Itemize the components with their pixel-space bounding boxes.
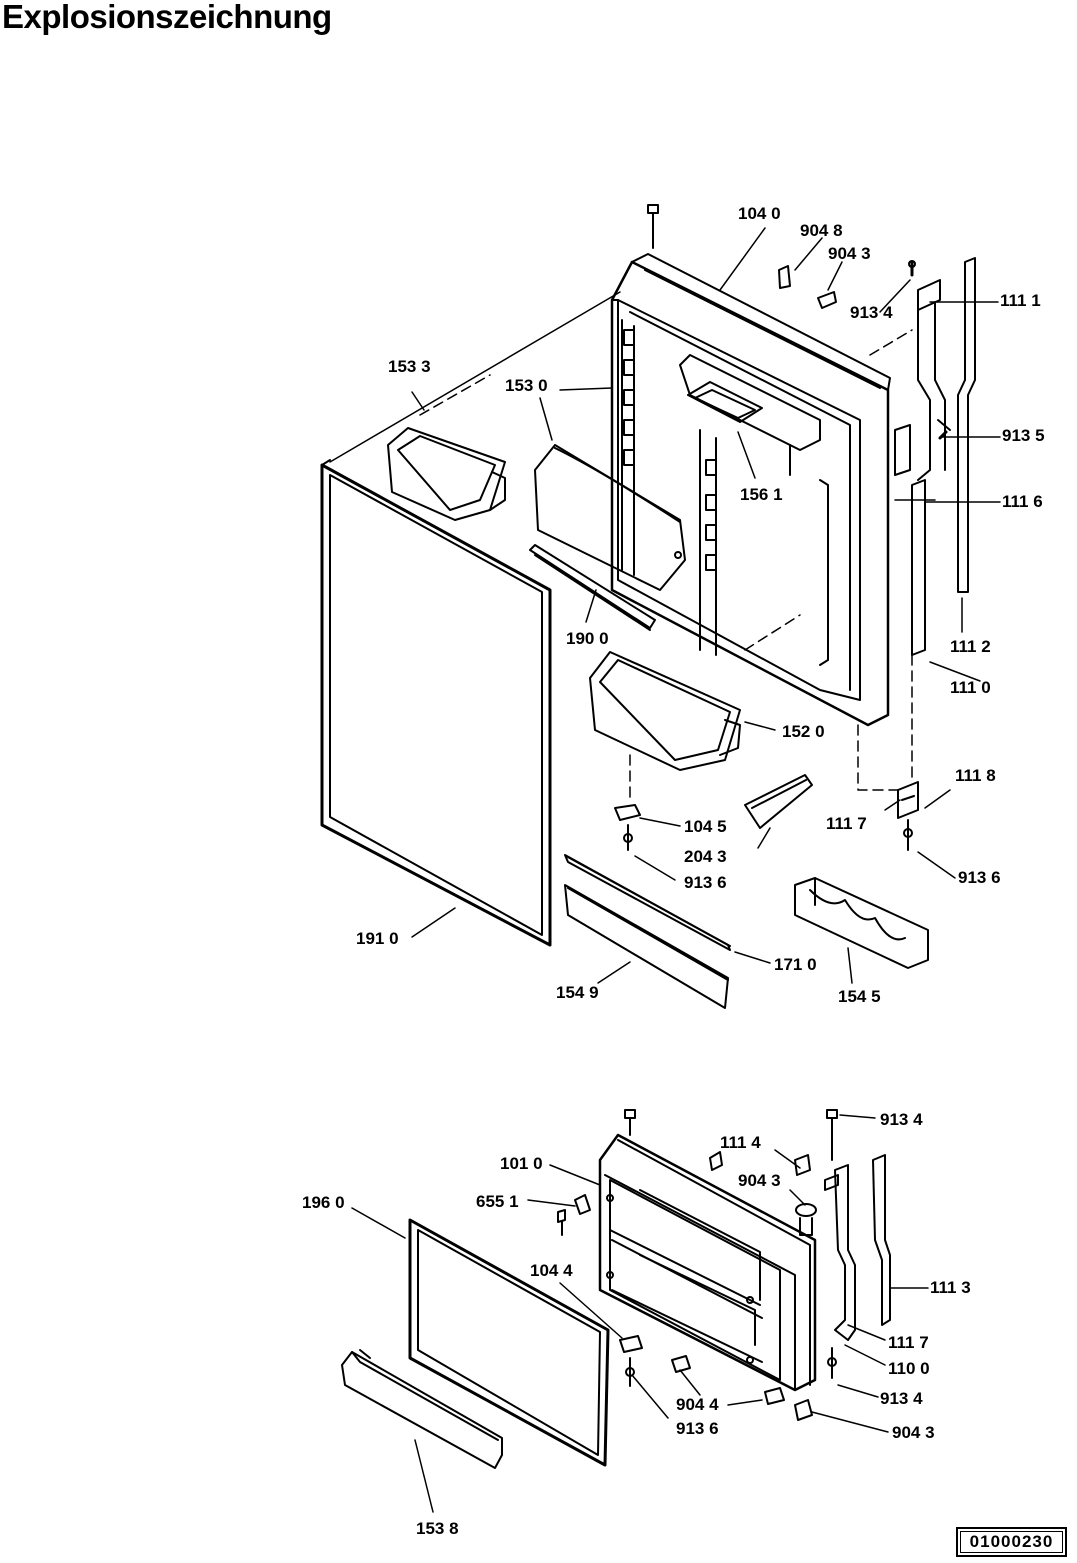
label-111-6: 111 6: [1002, 492, 1043, 511]
reference-code-box: 01000230: [956, 1527, 1067, 1557]
strip-154-9: [564, 884, 729, 1009]
egg-tray-154-5: [794, 877, 929, 969]
strip-171-0: [564, 854, 731, 951]
label-104-5: 104 5: [684, 817, 727, 836]
label-153-8: 153 8: [416, 1519, 459, 1538]
hinge-plate-111-6: [894, 424, 926, 656]
screw-top-lower: [624, 1109, 636, 1136]
lower-leader-lines: [351, 1114, 929, 1513]
label-154-5: 154 5: [838, 987, 881, 1006]
hinge-rail-111-2: [957, 257, 976, 593]
bin-152-0: [589, 651, 741, 771]
label-111-7: 111 7: [826, 814, 867, 833]
label-904-8: 904 8: [800, 221, 843, 240]
label-904-3: 904 3: [828, 244, 871, 263]
hinge-pin-104-5: [614, 804, 641, 851]
label-913-4-top: 913 4: [880, 1110, 923, 1129]
label-111-0: 111 0: [950, 678, 991, 697]
label-156-1: 156 1: [740, 485, 783, 504]
door-frame-104-0: [610, 253, 891, 727]
part-655-1: [557, 1194, 591, 1236]
label-913-6-a: 913 6: [684, 873, 727, 892]
label-111-8: 111 8: [955, 766, 996, 785]
bin-153-3: [387, 427, 506, 521]
label-913-6-lower: 913 6: [676, 1419, 719, 1438]
label-904-3-top: 904 3: [738, 1171, 781, 1190]
label-190-0: 190 0: [566, 629, 609, 648]
handle-204-3: [744, 774, 813, 829]
hinge-111-3: [872, 1154, 891, 1326]
label-104-0: 104 0: [738, 204, 781, 223]
label-101-0: 101 0: [500, 1154, 543, 1173]
label-904-3-bottom: 904 3: [892, 1423, 935, 1442]
label-191-0: 191 0: [356, 929, 399, 948]
bottom-pins: [619, 1335, 813, 1421]
upper-leader-lines: [411, 227, 1001, 984]
label-913-5: 913 5: [1002, 426, 1045, 445]
label-153-3: 153 3: [388, 357, 431, 376]
reference-code: 01000230: [969, 1532, 1054, 1551]
label-913-4-bottom: 913 4: [880, 1389, 923, 1408]
label-111-1: 111 1: [1000, 291, 1041, 310]
upper-assembly: [320, 204, 1001, 1009]
label-152-0: 152 0: [782, 722, 825, 741]
label-111-3: 111 3: [930, 1278, 971, 1297]
strip-190-0: [529, 544, 656, 631]
label-196-0: 196 0: [302, 1193, 345, 1212]
screw-top: [647, 204, 659, 249]
cover-153-0: [534, 444, 686, 591]
screw-913-4: [826, 1109, 838, 1161]
label-104-4: 104 4: [530, 1261, 573, 1280]
door-gasket-191-0: [320, 459, 552, 947]
label-111-4: 111 4: [720, 1133, 761, 1152]
bottom-hinge: [897, 781, 919, 851]
gasket-196-0: [408, 1218, 610, 1467]
hinge-bracket-111-1: [917, 279, 946, 481]
label-110-0: 110 0: [888, 1359, 930, 1378]
label-655-1: 655 1: [476, 1192, 519, 1211]
label-204-3: 204 3: [684, 847, 727, 866]
label-913-6-b: 913 6: [958, 868, 1001, 887]
upper-labels: 104 0 904 8 904 3 913 4 111 1 153 3 153 …: [356, 204, 1045, 1006]
label-111-7-lower: 111 7: [888, 1333, 929, 1352]
label-913-4: 913 4: [850, 303, 893, 322]
lower-assembly: [341, 1109, 929, 1513]
shelf-156-1: [687, 381, 763, 423]
label-904-4: 904 4: [676, 1395, 719, 1414]
label-154-9: 154 9: [556, 983, 599, 1002]
cap-904-3: [817, 291, 837, 309]
bar-153-8: [341, 1349, 503, 1469]
label-171-0: 171 0: [774, 955, 817, 974]
freezer-door-101-0: [598, 1133, 817, 1392]
page-title: Explosionszeichnung: [2, 0, 332, 35]
cap-904-8: [778, 265, 791, 289]
label-111-2: 111 2: [950, 637, 991, 656]
label-153-0: 153 0: [505, 376, 548, 395]
hinge-110-0: [824, 1164, 856, 1379]
lower-labels: 913 4 111 4 101 0 904 3 196 0 655 1 104 …: [302, 1110, 971, 1538]
